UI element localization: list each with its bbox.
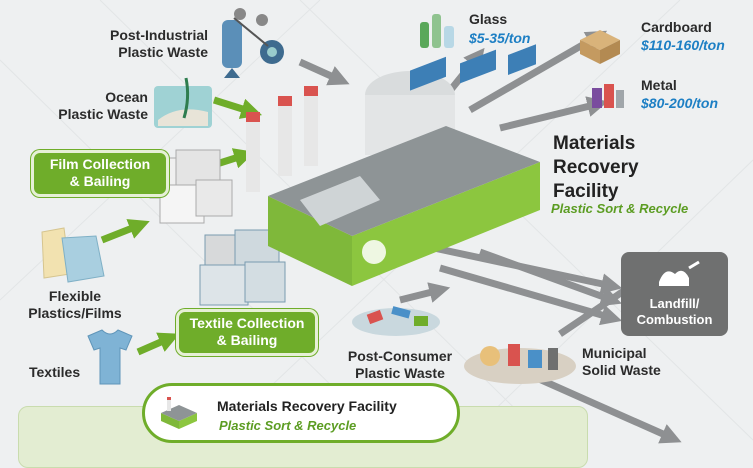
legend-title: Materials Recovery Facility [217, 398, 397, 414]
flexible-films-label: Flexible Plastics/Films [28, 288, 122, 321]
post-consumer-label: Post-Consumer Plastic Waste [347, 348, 453, 381]
facility-title: Materials Recovery Facility [553, 133, 639, 202]
textile-collection-box: Textile Collection & Bailing [176, 309, 318, 356]
arrow-to-landfill-3 [419, 241, 623, 295]
glass-bottles-icon [420, 14, 454, 48]
mrf-diagram [0, 0, 753, 453]
arrow-textiles-to-bales [136, 332, 180, 356]
metal-price: $80-200/ton [641, 95, 719, 111]
post-consumer-waste-icon [352, 306, 440, 336]
arrow-from-post-consumer [399, 282, 451, 304]
legend-subtitle: Plastic Sort & Recycle [219, 418, 357, 433]
cardboard-label: Cardboard [641, 19, 712, 35]
arrow-from-ocean [212, 96, 263, 119]
textiles-label: Textiles [29, 364, 81, 380]
plastic-bags-icon [41, 227, 105, 283]
recycle-icon [362, 240, 386, 264]
legend-pill [142, 383, 460, 443]
film-collection-box: Film Collection & Bailing [31, 150, 169, 197]
municipal-label: Municipal Solid Waste [582, 345, 661, 378]
arrow-from-post-industrial [298, 58, 350, 86]
arrow-to-landfill-2 [439, 264, 623, 326]
glass-label: Glass [469, 11, 508, 27]
landfill-icon [659, 260, 700, 286]
t-shirt-icon [87, 329, 133, 385]
municipal-waste-icon [464, 344, 576, 384]
arrow-to-cardboard [468, 30, 608, 114]
post-industrial-machine-icon [222, 8, 284, 78]
legend-facility-icon [161, 397, 197, 429]
landfill-label: Landfill/ Combustion [636, 296, 713, 327]
cardboard-box-icon [580, 30, 620, 64]
glass-price: $5-35/ton [469, 30, 531, 46]
ocean-waste-icon [154, 77, 212, 128]
cardboard-price: $110-160/ton [641, 37, 725, 53]
metal-label: Metal [641, 77, 677, 93]
post-industrial-label: Post-Industrial Plastic Waste [110, 27, 209, 60]
arrow-to-metal [499, 96, 609, 132]
facility-building-icon [246, 44, 540, 286]
landfill-box: Landfill/ Combustion [621, 252, 728, 336]
arrow-flexible-to-film [100, 219, 150, 244]
arrow-from-msw-down [528, 371, 682, 444]
ocean-label: Ocean Plastic Waste [58, 89, 148, 122]
facility-subtitle: Plastic Sort & Recycle [551, 201, 689, 216]
metal-cans-icon [592, 84, 624, 108]
